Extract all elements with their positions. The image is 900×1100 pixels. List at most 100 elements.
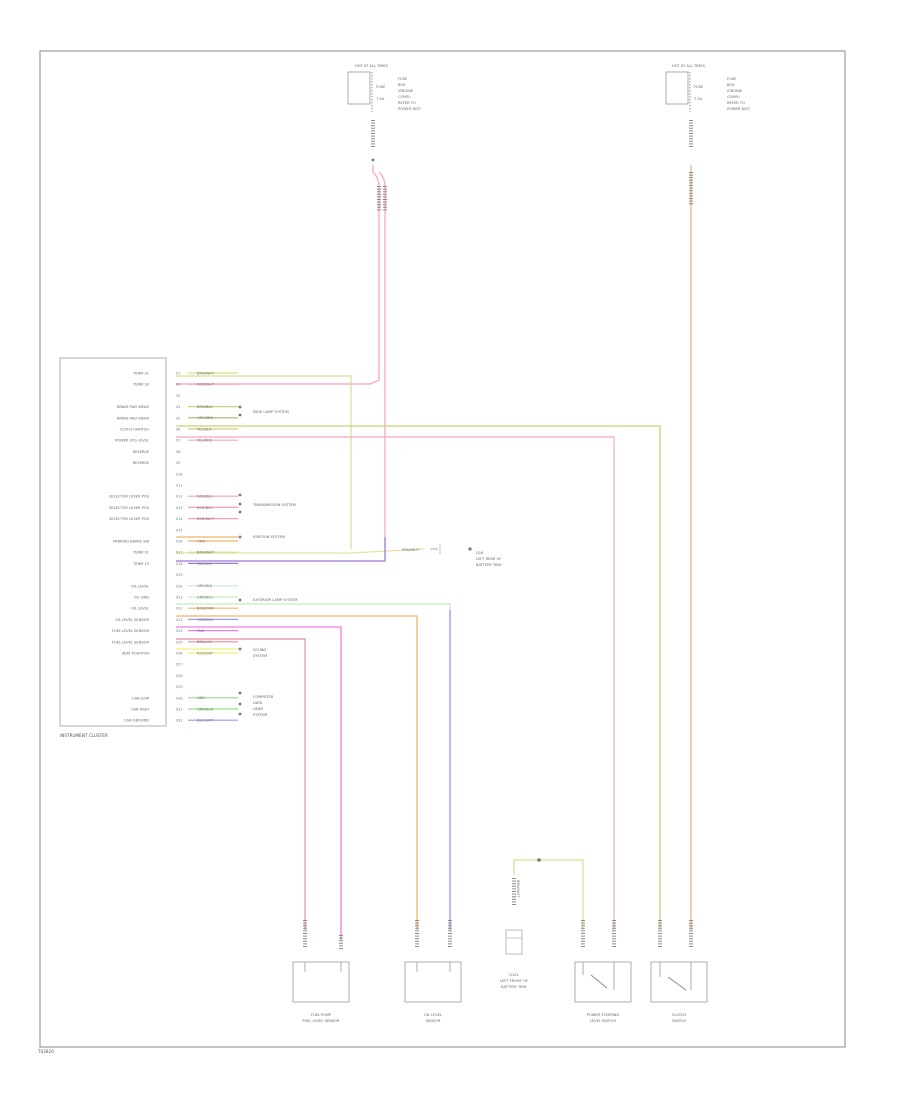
component-label: SENSOR	[426, 1019, 441, 1023]
component-clutch-switch: CLUTCH SWITCH	[650, 961, 708, 1023]
pin-row: X27	[176, 663, 183, 667]
component-oil-level-sensor: OIL LEVEL SENSOR	[404, 961, 462, 1023]
side-note: TRANSMISSION SYSTEM	[252, 503, 296, 507]
side-note: DATA	[253, 701, 263, 705]
pin-name: RESERVE	[133, 450, 150, 454]
fuse-desc: BOX	[398, 83, 406, 87]
wire-violet	[176, 537, 386, 562]
wire-red	[378, 171, 386, 537]
wire-code: BRN/VIO	[197, 640, 212, 644]
wire-code: BRN/BLK	[197, 405, 213, 409]
fuse-name: FUSE	[376, 85, 386, 89]
fuse-desc: REFER TO	[398, 101, 416, 105]
pin-number: X21	[176, 596, 183, 600]
pin-number: X6	[176, 428, 180, 432]
bullet	[238, 493, 242, 497]
pin-row: RESERVE X8	[133, 450, 181, 454]
ground-label: BATTERY TRAY	[476, 563, 503, 567]
wire-ground	[513, 859, 584, 930]
pin-number: X14	[176, 517, 183, 521]
pin-row: TERM 31 X17 BRN/WHT	[132, 551, 238, 555]
instrument-cluster-box	[59, 357, 167, 727]
pin-number: X19	[176, 573, 183, 577]
pin-number: X11	[176, 484, 183, 488]
pin-number: X22	[176, 607, 183, 611]
component-label: SWITCH	[672, 1019, 686, 1023]
pin-number: X29	[176, 685, 183, 689]
wire-code: BRN/WHT	[197, 551, 215, 555]
component-label: OIL LEVEL	[424, 1013, 442, 1017]
pin-row: X19	[176, 573, 183, 577]
wire-code: RED/WHT	[197, 517, 215, 521]
pin-number: X3	[176, 394, 180, 398]
pin-row: SELECTOR LEVER POS X14 RED/WHT	[109, 517, 238, 521]
pin-number: X24	[176, 629, 183, 633]
pin-number: X9	[176, 461, 180, 465]
pin-name: TERM 15	[132, 562, 149, 566]
component-label: POWER STEERING	[587, 1013, 620, 1017]
pin-number: X18	[176, 562, 183, 566]
fuse-box-outline	[347, 71, 371, 105]
pin-number: X1	[176, 372, 180, 376]
wire-code: YEL/BLK	[197, 427, 212, 431]
wire-code: RED/BLU	[197, 506, 213, 510]
wire-code: GRN/BLK	[197, 707, 214, 711]
wire-brn-wht	[176, 548, 425, 554]
side-note: LINES	[253, 707, 264, 711]
wire-code: GRN/BLU	[197, 595, 213, 599]
splice-dot	[371, 158, 375, 162]
wire-red	[176, 165, 380, 385]
pin-number: X27	[176, 663, 183, 667]
component-box	[574, 961, 632, 1003]
fuse-box-2: HOT AT ALL TIMES FUSE 7.5A FUSE BOX (ENG…	[665, 64, 751, 112]
bullet	[238, 712, 242, 716]
component-fuel-pump: FUEL PUMP FUEL LEVEL SENSOR	[292, 961, 350, 1023]
wire-code: PNK	[197, 629, 205, 633]
pin-row: X11	[176, 484, 183, 488]
pin-name: POWER STG LEVEL	[115, 439, 149, 443]
pin-name: BRAKE PAD WEAR	[117, 416, 150, 420]
pin-name: TERM 31	[132, 551, 149, 555]
pin-number: X5	[176, 416, 180, 420]
switch-blade	[590, 974, 608, 989]
pin-name: SELECTOR LEVER POS	[109, 506, 150, 510]
pin-number: X26	[176, 652, 183, 656]
pin-number: X4	[176, 405, 180, 409]
component-box	[292, 961, 350, 1003]
bullet	[238, 702, 242, 706]
ground-label: BATTERY TRAY	[501, 985, 528, 989]
wire-code: BRN/ORN	[197, 607, 214, 611]
wire-code: ORN/BLU	[197, 618, 214, 622]
wire-pink	[176, 626, 342, 940]
pin-number: X10	[176, 472, 183, 476]
side-note: PARK LAMP SYSTEM	[253, 410, 289, 414]
pin-number: X23	[176, 618, 183, 622]
fuse-box-title: HOT AT ALL TIMES	[355, 64, 389, 68]
pin-number: X13	[176, 506, 183, 510]
pin-number: X8	[176, 450, 180, 454]
pin-number: X16	[176, 540, 183, 544]
pin-row: X10	[176, 472, 183, 476]
pin-name: CAN LOW	[132, 696, 150, 700]
connector-ticks-bottom	[303, 920, 693, 950]
fuse-box-1: HOT AT ALL TIMES FUSE 7.5A FUSE BOX (ENG…	[347, 64, 422, 112]
pin-name: SELECTOR LEVER POS	[109, 517, 150, 521]
pin-number: X20	[176, 584, 183, 588]
pin-number: X31	[176, 708, 183, 712]
pin-row: SELECTOR LEVER POS X13 RED/BLU	[109, 506, 238, 510]
fuse-desc: (ENGINE	[398, 89, 414, 93]
pin-name: PARKING BRAKE SW	[113, 540, 149, 544]
pin-number: X17	[176, 551, 183, 555]
fuse-rating: 7.5A	[694, 97, 703, 101]
ground-g16: BRN/WHT G16 LEFT REAR OF BATTERY TRAY	[402, 544, 503, 567]
